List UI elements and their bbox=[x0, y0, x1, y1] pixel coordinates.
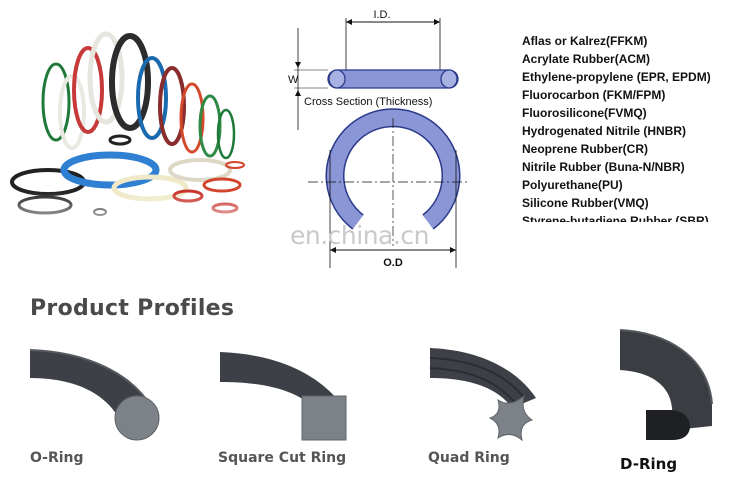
d-ring-profile-icon bbox=[619, 329, 713, 440]
material-item: Ethylene-propylene (EPR, EPDM) bbox=[522, 70, 711, 84]
material-list: Aflas or Kalrez(FFKM) Acrylate Rubber(AC… bbox=[522, 32, 744, 222]
o-rings-product-photo bbox=[0, 20, 260, 240]
material-item: Neoprene Rubber(CR) bbox=[522, 142, 649, 156]
profile-label-d-ring: D-Ring bbox=[620, 455, 678, 473]
material-item: Hydrogenated Nitrile (HNBR) bbox=[522, 124, 687, 138]
w-label: W bbox=[288, 74, 299, 86]
square-cut-ring-profile-icon bbox=[220, 352, 347, 441]
od-label: O.D bbox=[383, 257, 403, 269]
profile-label-square-cut-ring: Square Cut Ring bbox=[218, 450, 347, 466]
o-ring-dimension-diagram: I.D. W Cross Section (Thickness) O.D bbox=[280, 0, 490, 280]
watermark-band: en.china.cn bbox=[0, 221, 744, 250]
material-item: Fluorosilicone(FVMQ) bbox=[522, 106, 647, 120]
profile-label-quad-ring: Quad Ring bbox=[428, 450, 510, 466]
cross-section-label: Cross Section (Thickness) bbox=[304, 96, 432, 108]
material-item: Nitrile Rubber (Buna-N/NBR) bbox=[522, 160, 685, 174]
material-item: Polyurethane(PU) bbox=[522, 178, 623, 192]
profile-label-o-ring: O-Ring bbox=[30, 450, 84, 466]
material-item: Styrene-butadiene Rubber (SBR) bbox=[522, 214, 709, 222]
section-title: Product Profiles bbox=[30, 296, 235, 321]
material-item: Silicone Rubber(VMQ) bbox=[522, 196, 649, 210]
material-item: Aflas or Kalrez(FFKM) bbox=[522, 34, 648, 48]
material-item: Fluorocarbon (FKM/FPM) bbox=[522, 88, 666, 102]
material-item: Acrylate Rubber(ACM) bbox=[522, 52, 651, 66]
id-label: I.D. bbox=[373, 9, 390, 21]
quad-ring-profile-icon bbox=[429, 348, 536, 442]
watermark-text: en.china.cn bbox=[290, 221, 429, 250]
o-ring-profile-icon bbox=[29, 349, 160, 441]
